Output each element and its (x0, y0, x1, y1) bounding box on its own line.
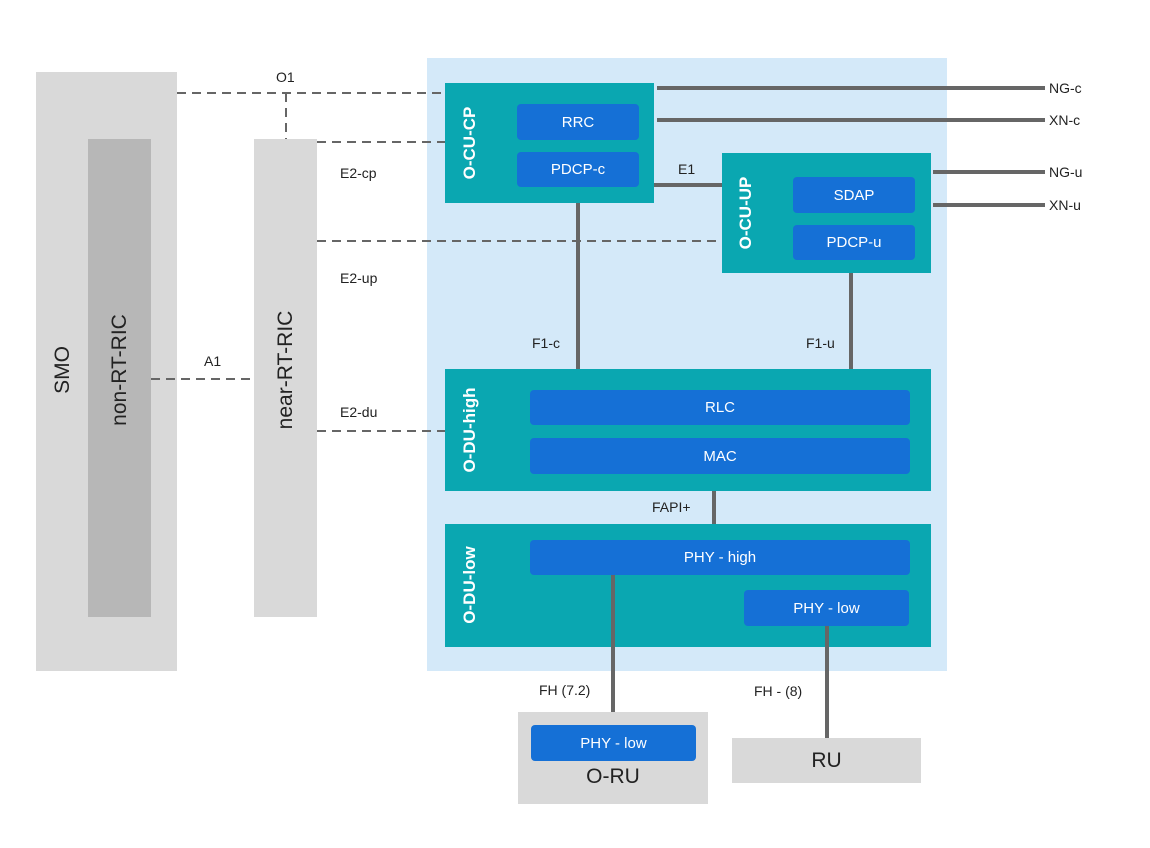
o-ru-block: PHY - low O-RU (518, 712, 708, 804)
sdap-function: SDAP (793, 177, 915, 213)
ng-u-label: NG-u (1049, 164, 1083, 180)
phy-low-function: PHY - low (744, 590, 909, 626)
rlc-function: RLC (530, 390, 910, 425)
non-rt-ric-block: non-RT-RIC (88, 139, 151, 617)
fapi-label: FAPI+ (652, 499, 691, 515)
o-du-low-block: O-DU-low PHY - high PHY - low (445, 524, 931, 647)
e2-up-label: E2-up (340, 270, 378, 286)
rrc-function: RRC (517, 104, 639, 140)
pdcp-c-function: PDCP-c (517, 152, 639, 187)
fh-7-2-label: FH (7.2) (539, 682, 591, 698)
near-rt-ric-block: near-RT-RIC (254, 139, 317, 617)
ru-block: RU (732, 738, 921, 783)
e1-label: E1 (678, 161, 696, 177)
f1-c-label: F1-c (532, 335, 560, 351)
mac-function: MAC (530, 438, 910, 474)
fh-8-label: FH - (8) (754, 683, 803, 699)
xn-u-label: XN-u (1049, 197, 1081, 213)
e2-cp-label: E2-cp (340, 165, 377, 181)
o-du-high-block: O-DU-high RLC MAC (445, 369, 931, 491)
o-ru-phy-low-function: PHY - low (531, 725, 696, 761)
o-ru-label: O-RU (586, 765, 640, 788)
o1-label: O1 (276, 69, 295, 85)
f1-u-label: F1-u (806, 335, 835, 351)
o-cu-cp-block: O-CU-CP RRC PDCP-c (445, 83, 654, 203)
a1-label: A1 (204, 353, 222, 369)
ng-c-label: NG-c (1049, 80, 1082, 96)
e2-du-label: E2-du (340, 404, 378, 420)
xn-c-label: XN-c (1049, 112, 1081, 128)
pdcp-u-function: PDCP-u (793, 225, 915, 260)
o-cu-up-block: O-CU-UP SDAP PDCP-u (722, 153, 931, 273)
phy-high-function: PHY - high (530, 540, 910, 575)
